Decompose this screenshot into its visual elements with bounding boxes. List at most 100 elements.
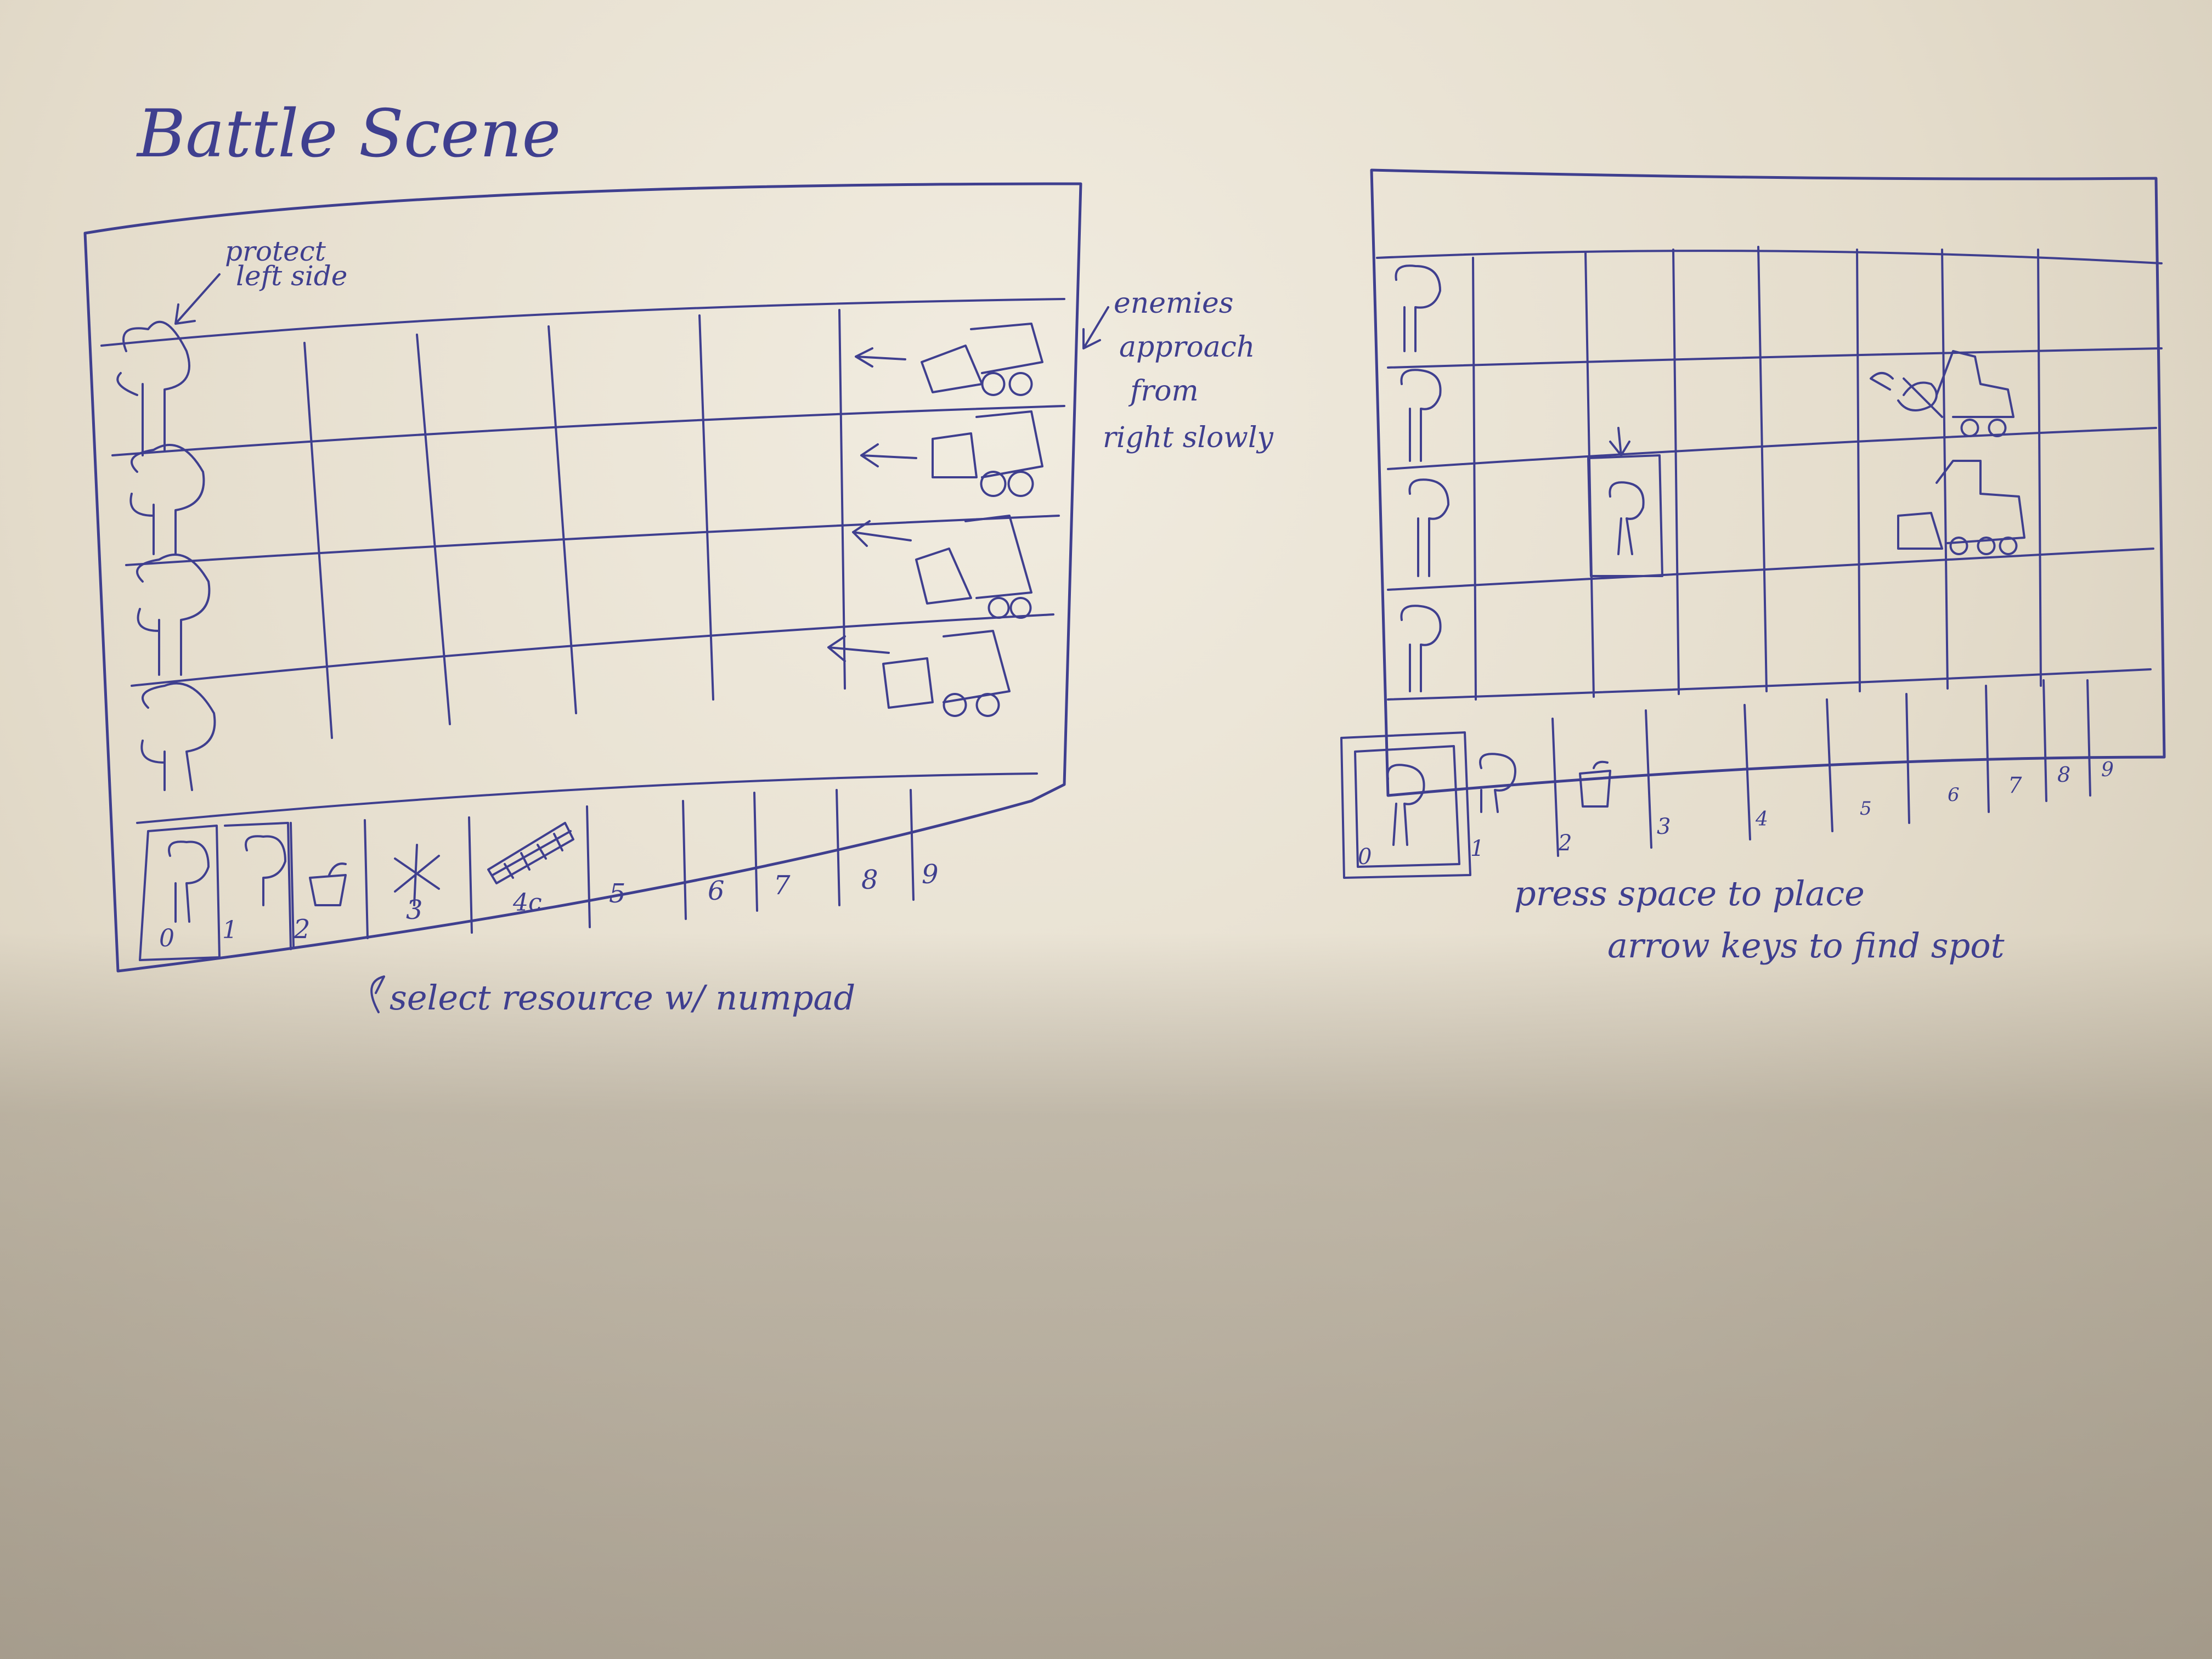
left-row-line <box>131 613 1054 687</box>
slot-frame <box>224 822 292 950</box>
slot-divider <box>290 822 295 947</box>
slot-frame-selected <box>1340 731 1471 879</box>
slot-divider <box>586 805 591 928</box>
slot-label: 9 <box>922 859 939 890</box>
right-col-line <box>1757 246 1768 692</box>
bulldozer-enemy-icon <box>1870 350 2015 437</box>
slot-divider <box>1743 704 1751 840</box>
slot-labels: 0 1 2 3 4c 5 6 7 8 9 <box>159 859 939 952</box>
slot-divider <box>1551 718 1559 857</box>
tree-icon <box>1400 605 1442 692</box>
note-place: press space to place <box>1514 873 1865 913</box>
slot-label: 4 <box>1755 808 1768 831</box>
right-sketch: 0 1 2 3 4 5 6 7 8 9 press space to place… <box>1340 168 2166 966</box>
slot-label: 3 <box>1657 814 1671 839</box>
tree-icon <box>1609 481 1645 555</box>
arrow-icon <box>370 975 385 1013</box>
slot-divider <box>1826 698 1833 832</box>
right-row-line <box>1376 250 2163 264</box>
bucket-icon <box>1579 760 1611 808</box>
note-enemies-line1: enemies <box>1114 287 1233 320</box>
right-col-line <box>1472 257 1477 701</box>
slot-label: 8 <box>2057 763 2070 787</box>
solar-panel-icon <box>487 822 574 884</box>
note-arrows: arrow keys to find spot <box>1607 926 2005 966</box>
right-row-line <box>1387 347 2163 369</box>
slot-label: 2 <box>293 914 311 945</box>
slot-label: 4c <box>512 889 542 917</box>
right-col-line <box>2037 249 2042 687</box>
note-enemies-line3: from <box>1128 375 1199 408</box>
slot-divider <box>1985 685 1990 813</box>
bulldozer-enemy-icon <box>852 515 1032 619</box>
left-col-line <box>698 314 714 701</box>
bulldozer-enemy-icon <box>1897 460 2025 555</box>
slot-label: 8 <box>861 865 878 895</box>
bulldozer-enemy-icon <box>855 323 1043 396</box>
tree-icon <box>140 682 216 791</box>
left-col-line <box>416 334 451 725</box>
left-col-line <box>548 325 577 714</box>
bulldozer-enemy-icon <box>860 410 1043 497</box>
slot-label: 3 <box>406 895 423 926</box>
left-sketch: protect left side enemies approach from … <box>83 182 1273 1018</box>
right-col-line <box>1856 249 1861 692</box>
slot-labels: 0 1 2 3 4 5 6 7 8 9 <box>1358 759 2114 870</box>
right-frame <box>1370 168 2166 797</box>
slot-label: 5 <box>1860 798 1872 820</box>
left-frame <box>83 182 1082 973</box>
slot-divider <box>364 819 369 939</box>
right-row-line <box>1387 668 2152 701</box>
right-row-line <box>1387 427 2157 470</box>
slot-label: 7 <box>2008 773 2022 798</box>
slot-label: 0 <box>159 924 174 952</box>
slot-label: 6 <box>1948 784 1960 806</box>
tree-icon <box>116 320 190 456</box>
right-row-line <box>1387 548 2154 591</box>
tree-icon <box>1395 264 1441 352</box>
right-col-line <box>1941 249 1949 690</box>
left-col-line <box>303 342 333 739</box>
slot-divider <box>836 789 840 906</box>
slot-divider <box>2042 679 2047 802</box>
placement-cursor <box>1587 454 1663 577</box>
tree-icon <box>1479 753 1516 813</box>
slot-divider <box>468 816 473 934</box>
arrow-icon <box>1082 306 1109 349</box>
right-col-line <box>1672 249 1680 695</box>
left-row-line <box>136 772 1038 824</box>
tree-icon <box>1386 764 1425 846</box>
slot-label: 0 <box>1358 844 1372 870</box>
slot-label: 6 <box>708 876 725 906</box>
slot-label: 1 <box>1470 836 1484 861</box>
slot-frame-selected <box>139 825 221 961</box>
slot-label: 2 <box>1558 831 1572 856</box>
slot-divider <box>753 792 758 912</box>
windmill-icon <box>394 844 440 906</box>
title-text: Battle Scene <box>136 96 561 172</box>
tree-icon <box>1400 369 1442 462</box>
left-row-line <box>125 515 1060 566</box>
left-row-line <box>100 298 1065 347</box>
slot-divider <box>1905 693 1910 824</box>
note-enemies-line2: approach <box>1119 331 1255 364</box>
slot-label: 1 <box>222 916 238 944</box>
note-select: select resource w/ numpad <box>390 978 855 1018</box>
slot-label: 9 <box>2101 759 2114 781</box>
tree-icon <box>129 444 205 555</box>
slot-divider <box>2086 679 2091 797</box>
tree-icon <box>245 835 286 906</box>
note-enemies-line4: right slowly <box>1103 421 1273 454</box>
arrow-icon <box>1609 427 1630 456</box>
slot-divider <box>1645 709 1652 849</box>
slot-label: 7 <box>774 870 791 901</box>
arrow-icon <box>174 273 221 325</box>
bulldozer-enemy-icon <box>827 630 1011 717</box>
tree-icon <box>1408 478 1449 577</box>
slot-divider <box>910 789 915 901</box>
note-protect-line1: protect <box>225 235 326 267</box>
slot-label: 5 <box>609 878 626 909</box>
note-protect-line2: left side <box>236 260 347 292</box>
slot-frame-inner <box>1354 745 1460 868</box>
left-row-line <box>111 405 1065 456</box>
